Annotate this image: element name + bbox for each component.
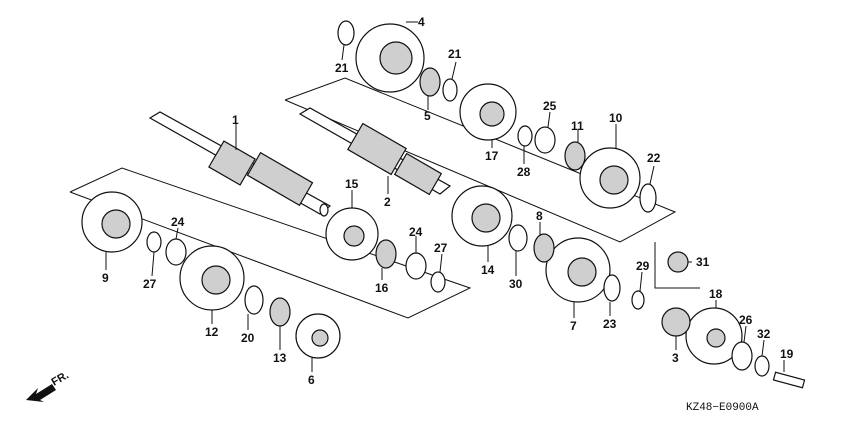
callout-15: 15: [345, 177, 359, 191]
callout-31: 31: [696, 255, 710, 269]
gear-7[interactable]: [545, 237, 611, 303]
washer-24a[interactable]: [405, 252, 427, 280]
oil-seal-31[interactable]: [667, 251, 689, 273]
bushing-16[interactable]: [375, 239, 397, 269]
gear-12[interactable]: [179, 245, 245, 311]
group-box-sprocket: [654, 242, 700, 289]
bushing-8[interactable]: [533, 233, 555, 263]
gear-4[interactable]: [355, 23, 425, 93]
callout-21a: 21: [335, 61, 349, 75]
washer-20[interactable]: [244, 285, 264, 315]
leader-lines: [105, 21, 785, 372]
callout-17: 17: [485, 149, 499, 163]
circlip-27a[interactable]: [430, 271, 446, 293]
callout-22: 22: [647, 151, 661, 165]
callout-30: 30: [509, 277, 523, 291]
callout-1: 1: [232, 113, 239, 127]
washer-21a[interactable]: [337, 20, 355, 46]
gear-10[interactable]: [579, 147, 641, 209]
callout-19: 19: [780, 347, 794, 361]
callout-13: 13: [273, 351, 287, 365]
washer-25[interactable]: [534, 126, 556, 154]
diagram-code: KZ48−E0900A: [686, 402, 759, 414]
circlip-29[interactable]: [631, 290, 645, 310]
callout-27b: 27: [434, 241, 448, 255]
callout-12: 12: [205, 325, 219, 339]
washer-21b[interactable]: [442, 78, 458, 102]
callout-9: 9: [102, 271, 109, 285]
callout-4: 4: [418, 15, 425, 29]
washer-24b[interactable]: [165, 238, 187, 266]
circlip-28[interactable]: [517, 125, 533, 147]
gear-14[interactable]: [451, 185, 513, 247]
group-box-mainshaft: [69, 167, 472, 319]
front-arrow-icon: [26, 384, 56, 402]
group-box-countershaft: [284, 77, 677, 243]
callout-3: 3: [672, 351, 679, 365]
callout-18: 18: [709, 287, 723, 301]
callout-14: 14: [481, 263, 495, 277]
washer-22[interactable]: [639, 183, 657, 213]
bearing-3[interactable]: [661, 307, 691, 337]
callout-7: 7: [570, 319, 577, 333]
callout-32: 32: [757, 327, 771, 341]
callout-8: 8: [536, 209, 543, 223]
callout-29: 29: [636, 259, 650, 273]
gear-9[interactable]: [81, 191, 143, 253]
callout-27a: 27: [143, 277, 157, 291]
callout-25: 25: [543, 99, 557, 113]
gear-6[interactable]: [295, 313, 341, 359]
callout-2: 2: [384, 195, 391, 209]
callout-11: 11: [571, 119, 584, 133]
washer-23[interactable]: [603, 274, 621, 302]
bushing-5[interactable]: [419, 67, 441, 97]
direction-label: FR.: [50, 369, 71, 388]
callout-5: 5: [424, 109, 431, 123]
gear-15[interactable]: [325, 207, 379, 261]
callout-6: 6: [308, 373, 315, 387]
bolt-19[interactable]: [772, 371, 806, 389]
bushing-11[interactable]: [564, 141, 586, 171]
callout-21b: 21: [448, 47, 462, 61]
callout-28: 28: [517, 165, 531, 179]
callout-24a: 24: [409, 225, 423, 239]
callout-16: 16: [375, 281, 389, 295]
callout-23: 23: [603, 317, 617, 331]
washer-32[interactable]: [754, 355, 770, 377]
mainshaft-part[interactable]: [148, 111, 332, 217]
callout-24b: 24: [171, 215, 185, 229]
callout-26: 26: [739, 313, 753, 327]
callout-20: 20: [241, 331, 255, 345]
callout-10: 10: [609, 111, 623, 125]
countershaft-part[interactable]: [298, 107, 452, 196]
bushing-13[interactable]: [269, 297, 291, 327]
sprocket-18[interactable]: [685, 307, 743, 365]
washer-30[interactable]: [508, 224, 528, 252]
gear-17[interactable]: [459, 83, 517, 141]
circlip-27b[interactable]: [146, 231, 162, 253]
washer-26[interactable]: [731, 341, 753, 371]
